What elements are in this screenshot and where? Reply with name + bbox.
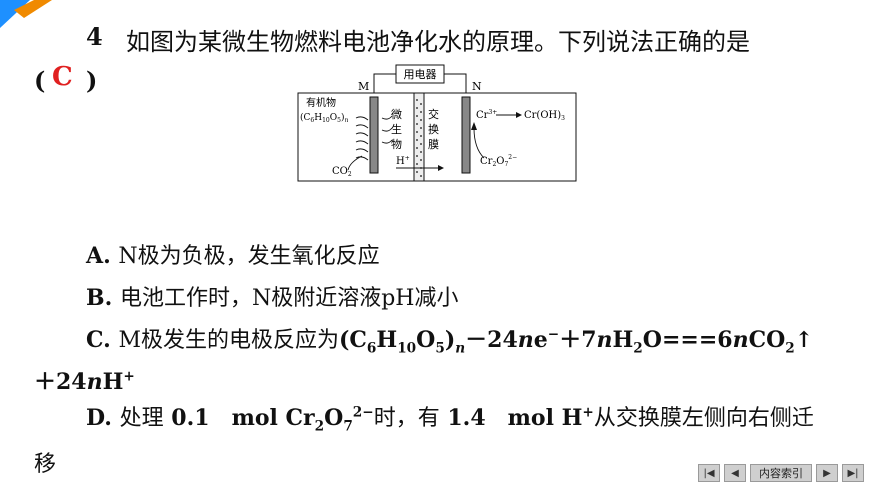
question-number: 4 xyxy=(86,22,103,51)
next-slide-button[interactable]: ▶ xyxy=(816,464,838,482)
cr2o7-arrow xyxy=(473,127,485,159)
first-slide-button[interactable]: |◀ xyxy=(698,464,720,482)
membrane-char-2: 换 xyxy=(428,122,439,136)
option-c-line2: ＋24nH+ xyxy=(34,368,135,395)
option-c-line1: C. M极发生的电极反应为(C6H10O5)n－24ne−＋7nH2O===6n… xyxy=(86,326,814,357)
cr2o7-label: Cr2O72− xyxy=(480,154,517,168)
option-a: A. N极为负极，发生氧化反应 xyxy=(86,238,380,270)
answer-open-paren: ( xyxy=(34,66,46,95)
fuel-cell-diagram: 用电器 M N 有机物 (C6H10O5)n 微 生 物 CO2 H+ 交 换 … xyxy=(297,64,577,182)
electrode-m xyxy=(369,96,379,174)
option-d-line1: D. 处理 0.1 mol Cr2O72−时，有 1.4 mol H+从交换膜左… xyxy=(86,404,814,435)
question-stem: 如图为某微生物燃料电池净化水的原理。下列说法正确的是 xyxy=(126,28,750,56)
membrane-char-3: 膜 xyxy=(428,138,439,151)
last-slide-button[interactable]: ▶| xyxy=(842,464,864,482)
electrode-n-label: N xyxy=(472,80,482,93)
microbe-char-3: 物 xyxy=(391,137,402,151)
microbe-char-2: 生 xyxy=(391,122,402,136)
microbe-icon xyxy=(355,115,393,161)
microbe-char-1: 微 xyxy=(391,107,402,121)
device-label: 用电器 xyxy=(404,68,437,81)
co2-label: CO2 xyxy=(332,166,352,178)
option-d-line2: 移 xyxy=(34,452,57,477)
electrode-n xyxy=(461,96,471,174)
membrane-dots xyxy=(416,99,422,177)
co2-arrow xyxy=(347,155,363,171)
slide-nav: |◀ ◀ 内容索引 ▶ ▶| xyxy=(698,464,864,482)
option-a-text: N极为负极，发生氧化反应 xyxy=(118,244,380,269)
option-b: B. 电池工作时，N极附近溶液pH减小 xyxy=(86,280,458,312)
answer-letter: C xyxy=(52,62,73,92)
corner-decoration xyxy=(0,0,52,28)
exchange-membrane xyxy=(413,92,425,182)
cell-tank xyxy=(297,92,577,182)
answer-close-paren: ) xyxy=(86,66,98,95)
croh-label: Cr(OH)3 xyxy=(524,110,565,122)
organic-label: 有机物 xyxy=(306,96,336,109)
content-index-button[interactable]: 内容索引 xyxy=(750,464,812,482)
option-b-text: 电池工作时，N极附近溶液pH减小 xyxy=(119,286,459,311)
prev-slide-button[interactable]: ◀ xyxy=(724,464,746,482)
electrode-m-label: M xyxy=(358,80,369,93)
option-a-letter: A. xyxy=(86,243,111,269)
device-box xyxy=(395,64,445,84)
membrane-char-1: 交 xyxy=(428,107,439,121)
option-b-letter: B. xyxy=(86,285,113,311)
